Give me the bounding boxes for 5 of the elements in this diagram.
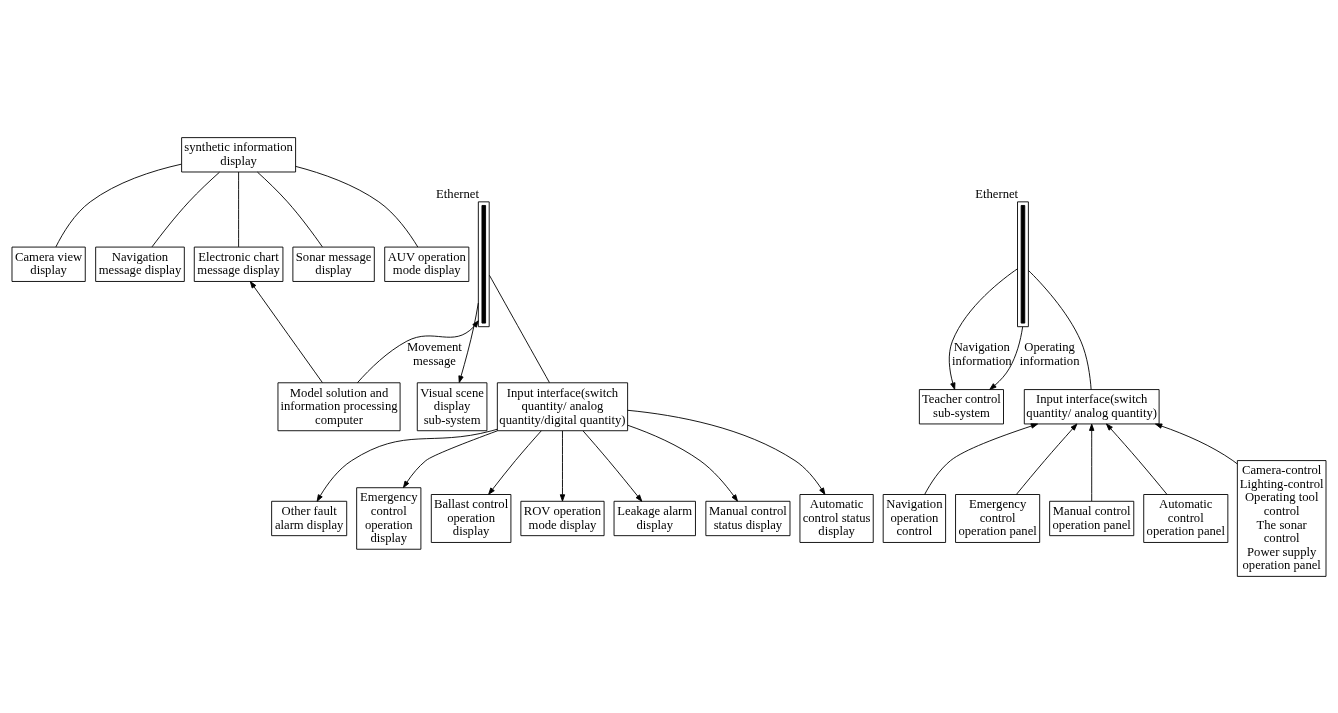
edge-label: Navigation information bbox=[951, 339, 1012, 368]
edge-label: Movement message bbox=[407, 339, 462, 368]
node-label: Ethernet bbox=[975, 186, 1019, 201]
node-label: Ethernet bbox=[436, 186, 479, 201]
edge-label: Operating information bbox=[1019, 339, 1080, 368]
